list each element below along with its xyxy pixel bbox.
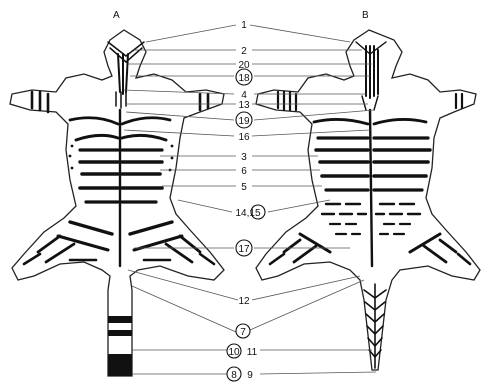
skin-b-outline [256,30,480,370]
label-7: 7 [240,327,246,338]
label-19: 19 [238,116,250,127]
label-2: 2 [241,46,247,57]
label-12: 12 [238,296,250,307]
label-8: 8 [231,370,237,381]
skin-b [256,30,480,370]
label-9: 9 [247,370,253,381]
label-13: 13 [238,100,250,111]
label-18: 18 [238,73,250,84]
label-16: 16 [238,132,250,143]
label-10: 10 [228,347,240,358]
label-20: 20 [238,60,250,71]
label-3: 3 [241,152,247,163]
panel-label-b: B [362,10,369,21]
label-11: 11 [247,347,258,358]
label-1: 1 [241,20,247,31]
label-14-15: 14,15 [235,208,260,219]
callout-labels: 1 2 20 18 4 13 19 16 3 6 5 14,15 17 12 7… [228,20,261,381]
panel-label-a: A [113,10,120,21]
label-17: 17 [238,244,250,255]
label-6: 6 [241,166,247,177]
label-5: 5 [241,182,247,193]
